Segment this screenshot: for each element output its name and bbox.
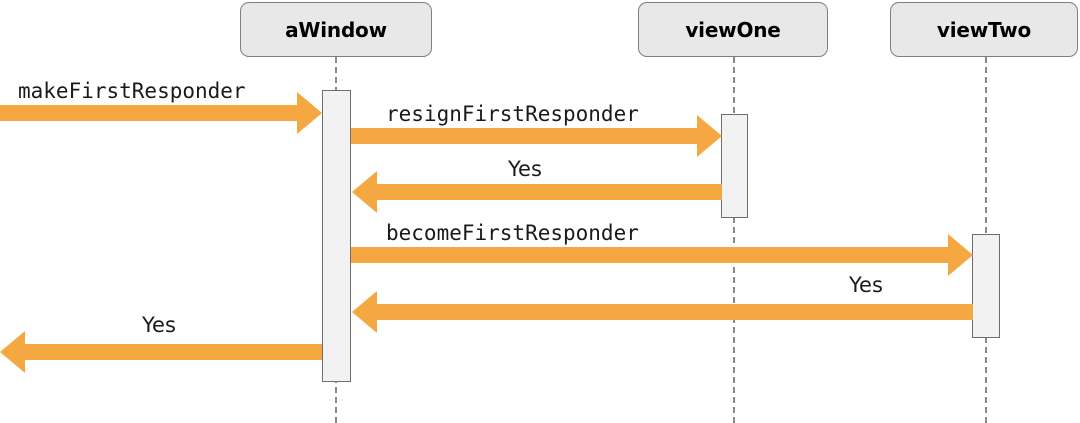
participant-label-viewtwo: viewTwo — [936, 17, 1032, 42]
participant-box-viewtwo[interactable]: viewTwo — [890, 2, 1078, 57]
message-label-resign-first-responder: resignFirstResponder — [386, 102, 639, 126]
message-label-make-first-responder: makeFirstResponder — [18, 79, 246, 103]
arrow-shaft — [0, 105, 297, 121]
participant-label-awindow: aWindow — [285, 17, 387, 42]
message-label-yes-to-actor: Yes — [142, 313, 176, 337]
arrow-shaft — [377, 304, 973, 320]
message-label-yes-from-viewtwo: Yes — [849, 273, 883, 297]
arrow-shaft — [351, 247, 948, 263]
arrow-head-left-icon — [0, 331, 25, 373]
arrow-head-right-icon — [697, 115, 722, 157]
arrow-head-right-icon — [948, 234, 973, 276]
arrow-head-left-icon — [352, 171, 377, 213]
arrow-shaft — [377, 184, 722, 200]
participant-label-viewone: viewOne — [685, 17, 781, 42]
arrow-head-right-icon — [297, 92, 322, 134]
message-label-yes-from-viewone: Yes — [508, 157, 542, 181]
lifeline-viewone — [733, 57, 735, 423]
activation-bar-viewtwo[interactable] — [972, 234, 1000, 338]
arrow-shaft — [351, 128, 697, 144]
activation-bar-awindow[interactable] — [322, 90, 351, 382]
arrow-shaft — [25, 344, 322, 360]
participant-box-awindow[interactable]: aWindow — [240, 2, 432, 57]
activation-bar-viewone[interactable] — [721, 114, 748, 218]
arrow-head-left-icon — [352, 291, 377, 333]
participant-box-viewone[interactable]: viewOne — [638, 2, 828, 57]
message-label-become-first-responder: becomeFirstResponder — [386, 221, 639, 245]
